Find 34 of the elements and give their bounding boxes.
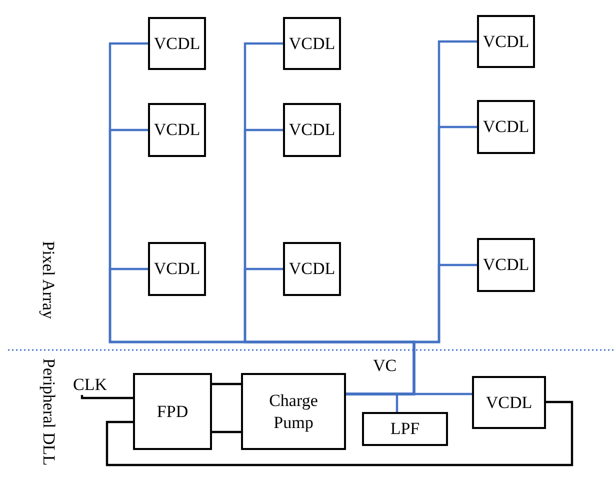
region-label: Peripheral DLL xyxy=(38,358,58,466)
block-label: VCDL xyxy=(288,32,336,54)
block-box xyxy=(148,103,206,157)
block-box xyxy=(148,242,206,296)
block-box xyxy=(283,103,341,157)
block-label: LPF xyxy=(390,418,420,440)
signal-label: CLK xyxy=(73,375,115,395)
block-label: VCDL xyxy=(482,116,530,138)
region-label: Pixel Array xyxy=(38,241,58,319)
block-label: FPD xyxy=(156,400,188,422)
block-label: VCDL xyxy=(482,30,530,52)
block-box xyxy=(283,17,341,70)
block-label: VCDL xyxy=(154,32,200,54)
signal-line xyxy=(212,382,241,386)
signal-line xyxy=(80,395,133,400)
block-label: Charge Pump xyxy=(268,390,319,433)
block-box xyxy=(362,412,448,446)
block-box xyxy=(133,373,212,450)
signal-line xyxy=(212,430,241,434)
block-box xyxy=(477,15,535,68)
block-label: VCDL xyxy=(486,392,532,414)
block-label: VCDL xyxy=(288,119,336,141)
block-box xyxy=(477,238,535,292)
signal-label: VC xyxy=(373,356,397,376)
signal-line xyxy=(106,400,574,466)
block-label: VCDL xyxy=(154,258,200,280)
block-label: VCDL xyxy=(482,254,530,276)
block-box xyxy=(148,17,206,70)
block-box xyxy=(477,100,535,154)
block-box xyxy=(283,242,341,296)
block-label: VCDL xyxy=(154,119,200,141)
block-box xyxy=(241,373,346,450)
block-label: VCDL xyxy=(288,258,336,280)
block-box xyxy=(472,376,546,429)
